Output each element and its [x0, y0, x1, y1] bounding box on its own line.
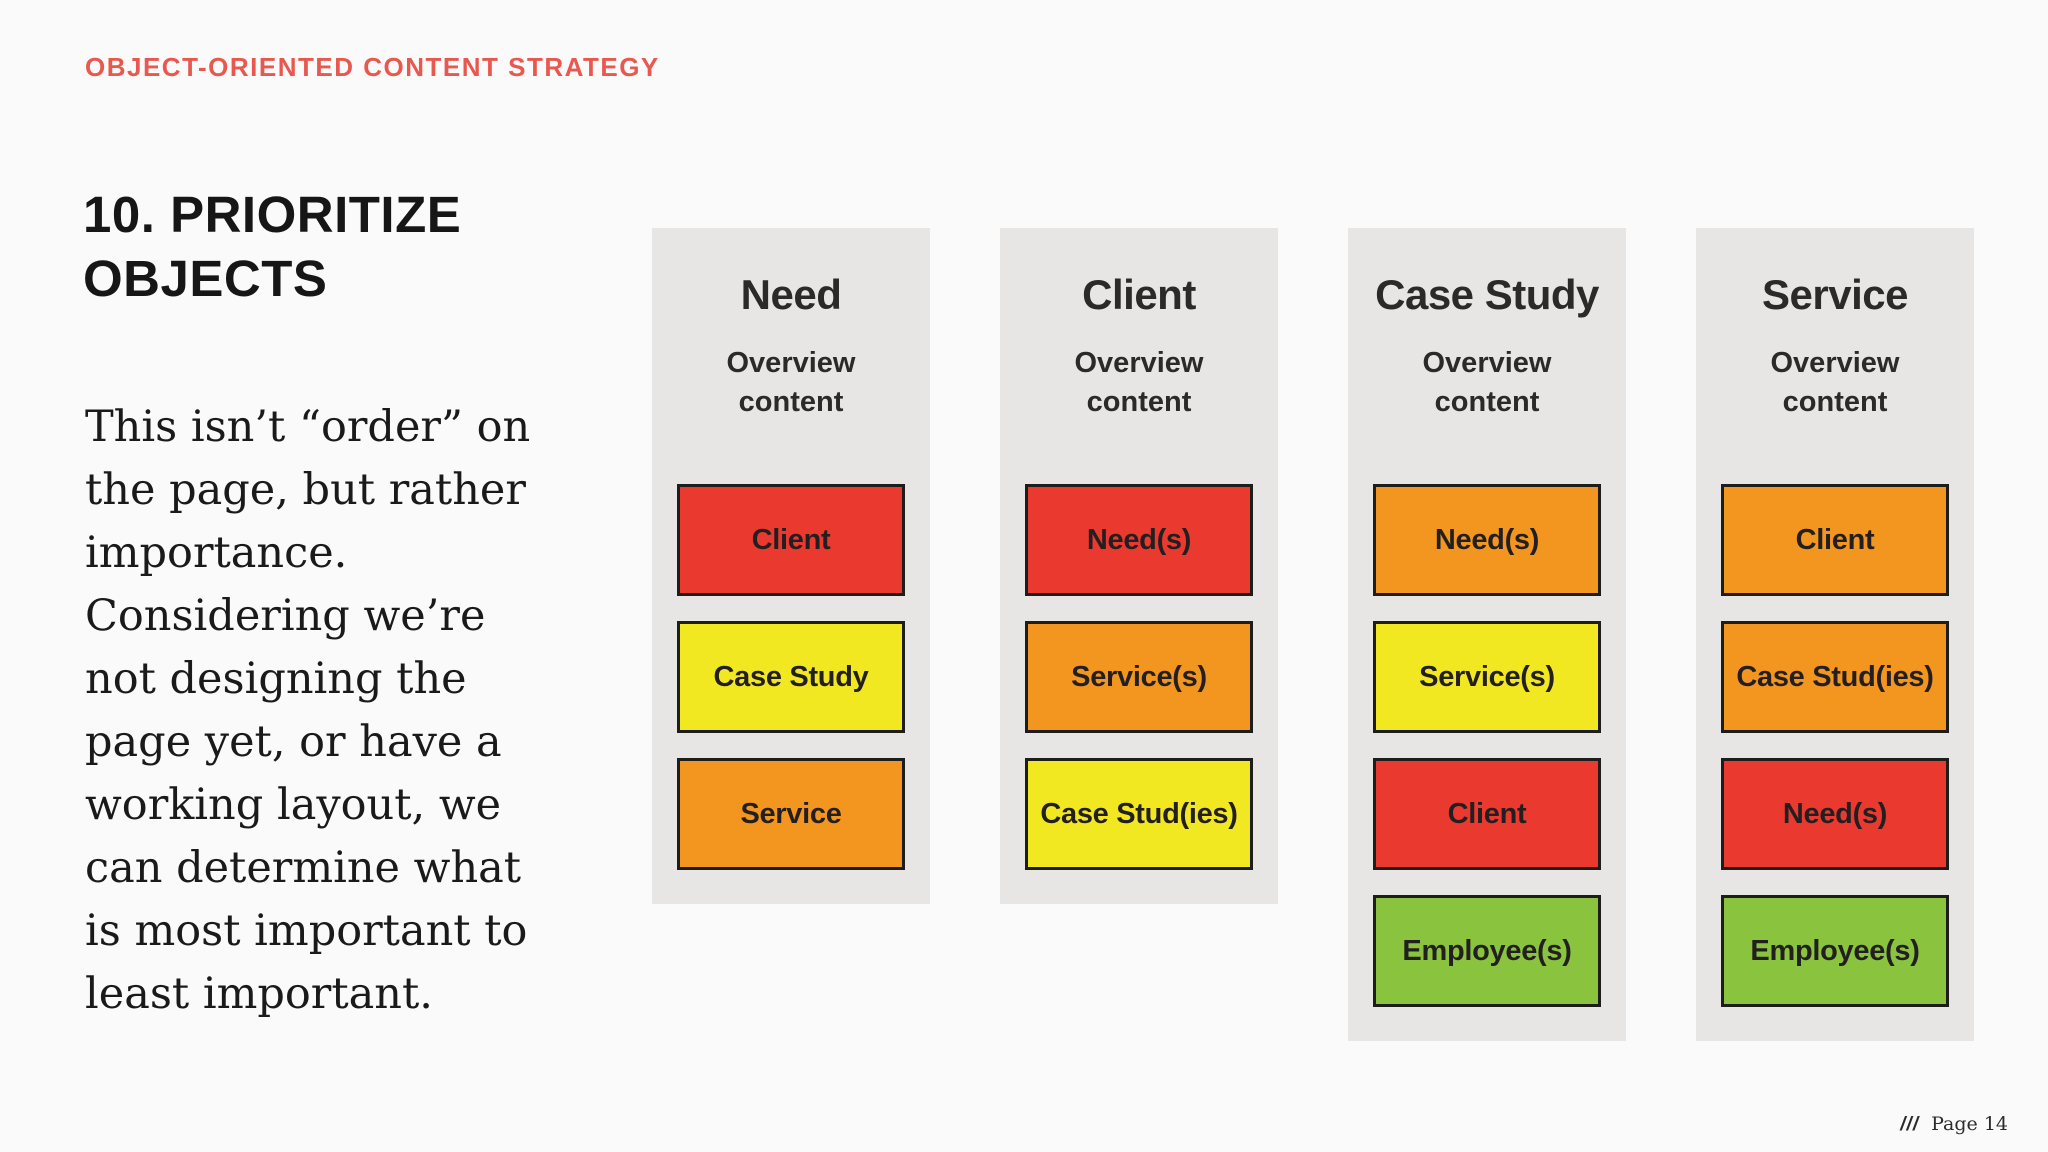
priority-box: Need(s): [1721, 758, 1949, 870]
eyebrow-heading: OBJECT-ORIENTED CONTENT STRATEGY: [85, 52, 660, 82]
body-line: can determine what: [85, 843, 522, 893]
body-line: This isn’t “order” on: [85, 402, 531, 452]
priority-box-label: Case Stud(ies): [1736, 660, 1934, 693]
priority-box-stack: Client Case Stud(ies) Need(s) Employee(s…: [1721, 484, 1949, 1007]
body-line: page yet, or have a: [85, 717, 502, 767]
column-title: Need: [740, 271, 842, 318]
priority-box-label: Need(s): [1434, 523, 1540, 556]
priority-columns: Need Overview content Client Case Study …: [652, 228, 1974, 1041]
column-panel-need: Need Overview content Client Case Study …: [652, 228, 930, 904]
column-subtitle: Overview content: [1422, 347, 1552, 418]
priority-box: Client: [677, 484, 905, 596]
priority-box: Case Stud(ies): [1025, 758, 1253, 870]
column-title: Client: [1082, 271, 1196, 318]
priority-box: Employee(s): [1721, 895, 1949, 1007]
page-footer: /// Page 14: [1900, 1113, 2008, 1136]
priority-box-label: Employee(s): [1750, 934, 1920, 967]
priority-box-label: Case Stud(ies): [1040, 797, 1238, 830]
priority-box: Need(s): [1373, 484, 1601, 596]
priority-box-stack: Need(s) Service(s) Case Stud(ies): [1025, 484, 1253, 870]
page-number: Page 14: [1931, 1113, 2008, 1135]
body-line: importance.: [85, 528, 348, 578]
column-panel-service: Service Overview content Client Case Stu…: [1696, 228, 1974, 1041]
body-line: not designing the: [85, 654, 467, 704]
priority-box-label: Client: [751, 523, 831, 556]
priority-box-label: Employee(s): [1402, 934, 1572, 967]
priority-box: Service(s): [1025, 621, 1253, 733]
priority-box-label: Need(s): [1086, 523, 1192, 556]
body-line: working layout, we: [85, 780, 502, 830]
slashes-mark: ///: [1900, 1114, 1920, 1135]
priority-box-label: Case Study: [713, 660, 869, 693]
priority-box: Service(s): [1373, 621, 1601, 733]
priority-box: Need(s): [1025, 484, 1253, 596]
priority-box-label: Client: [1795, 523, 1875, 556]
column-subtitle: Overview content: [1770, 347, 1900, 418]
priority-box: Service: [677, 758, 905, 870]
column-panel-client: Client Overview content Need(s) Service(…: [1000, 228, 1278, 904]
column-title: Service: [1762, 271, 1908, 318]
priority-box: Client: [1721, 484, 1949, 596]
priority-box-label: Service(s): [1419, 660, 1555, 693]
column-subtitle: Overview content: [726, 347, 856, 418]
body-line: least important.: [85, 969, 433, 1019]
body-line: is most important to: [85, 906, 528, 956]
column-panel-case-study: Case Study Overview content Need(s) Serv…: [1348, 228, 1626, 1041]
body-text: This isn’t “order” on the page, but rath…: [85, 396, 530, 1026]
priority-box: Case Study: [677, 621, 905, 733]
priority-box-stack: Client Case Study Service: [677, 484, 905, 870]
priority-box-label: Service(s): [1071, 660, 1207, 693]
priority-box-label: Service: [740, 797, 842, 830]
column-title: Case Study: [1375, 271, 1599, 318]
priority-box: Employee(s): [1373, 895, 1601, 1007]
slide-title: 10. PRIORITIZE OBJECTS: [83, 186, 462, 307]
priority-box-label: Client: [1447, 797, 1527, 830]
priority-box-label: Need(s): [1782, 797, 1888, 830]
priority-box-stack: Need(s) Service(s) Client Employee(s): [1373, 484, 1601, 1007]
body-line: the page, but rather: [85, 465, 526, 515]
body-line: Considering we’re: [85, 591, 486, 641]
priority-box: Client: [1373, 758, 1601, 870]
priority-box: Case Stud(ies): [1721, 621, 1949, 733]
column-subtitle: Overview content: [1074, 347, 1204, 418]
